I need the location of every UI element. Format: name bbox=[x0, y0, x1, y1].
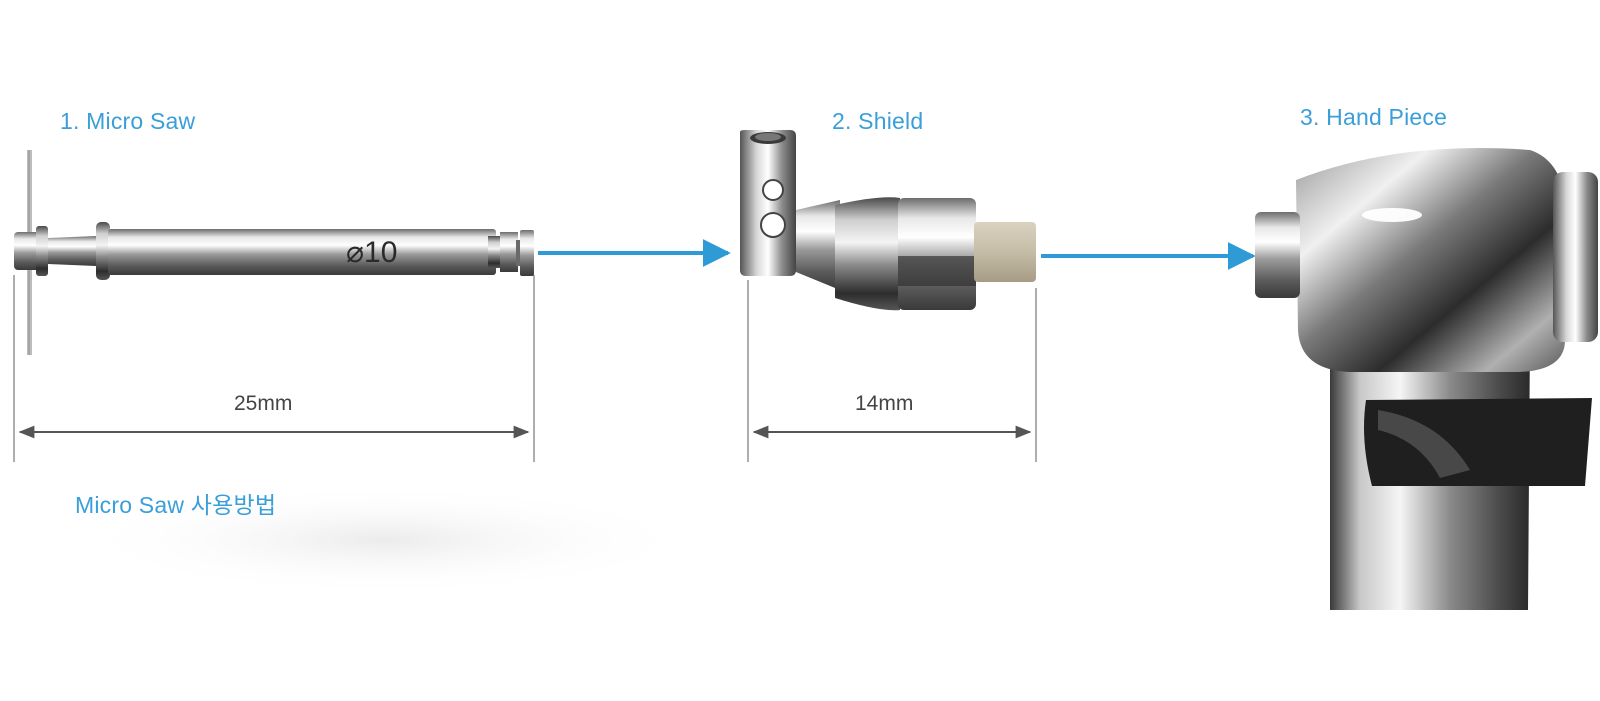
handpiece-illustration bbox=[1255, 148, 1598, 610]
label-shield: 2. Shield bbox=[832, 108, 924, 134]
usage-shadow bbox=[70, 485, 700, 595]
usage-link[interactable]: Micro Saw 사용방법 bbox=[75, 492, 277, 518]
dimension-14mm bbox=[747, 280, 1037, 462]
dimension-25mm-label: 25mm bbox=[234, 392, 293, 415]
dimension-14mm-label: 14mm bbox=[855, 392, 914, 415]
shield-illustration bbox=[740, 130, 1036, 311]
micro-saw-illustration bbox=[14, 150, 534, 355]
dimension-25mm bbox=[13, 275, 535, 462]
diameter-marking: ⌀10 bbox=[346, 236, 397, 269]
label-hand-piece: 3. Hand Piece bbox=[1300, 104, 1448, 130]
label-micro-saw: 1. Micro Saw bbox=[60, 108, 196, 134]
